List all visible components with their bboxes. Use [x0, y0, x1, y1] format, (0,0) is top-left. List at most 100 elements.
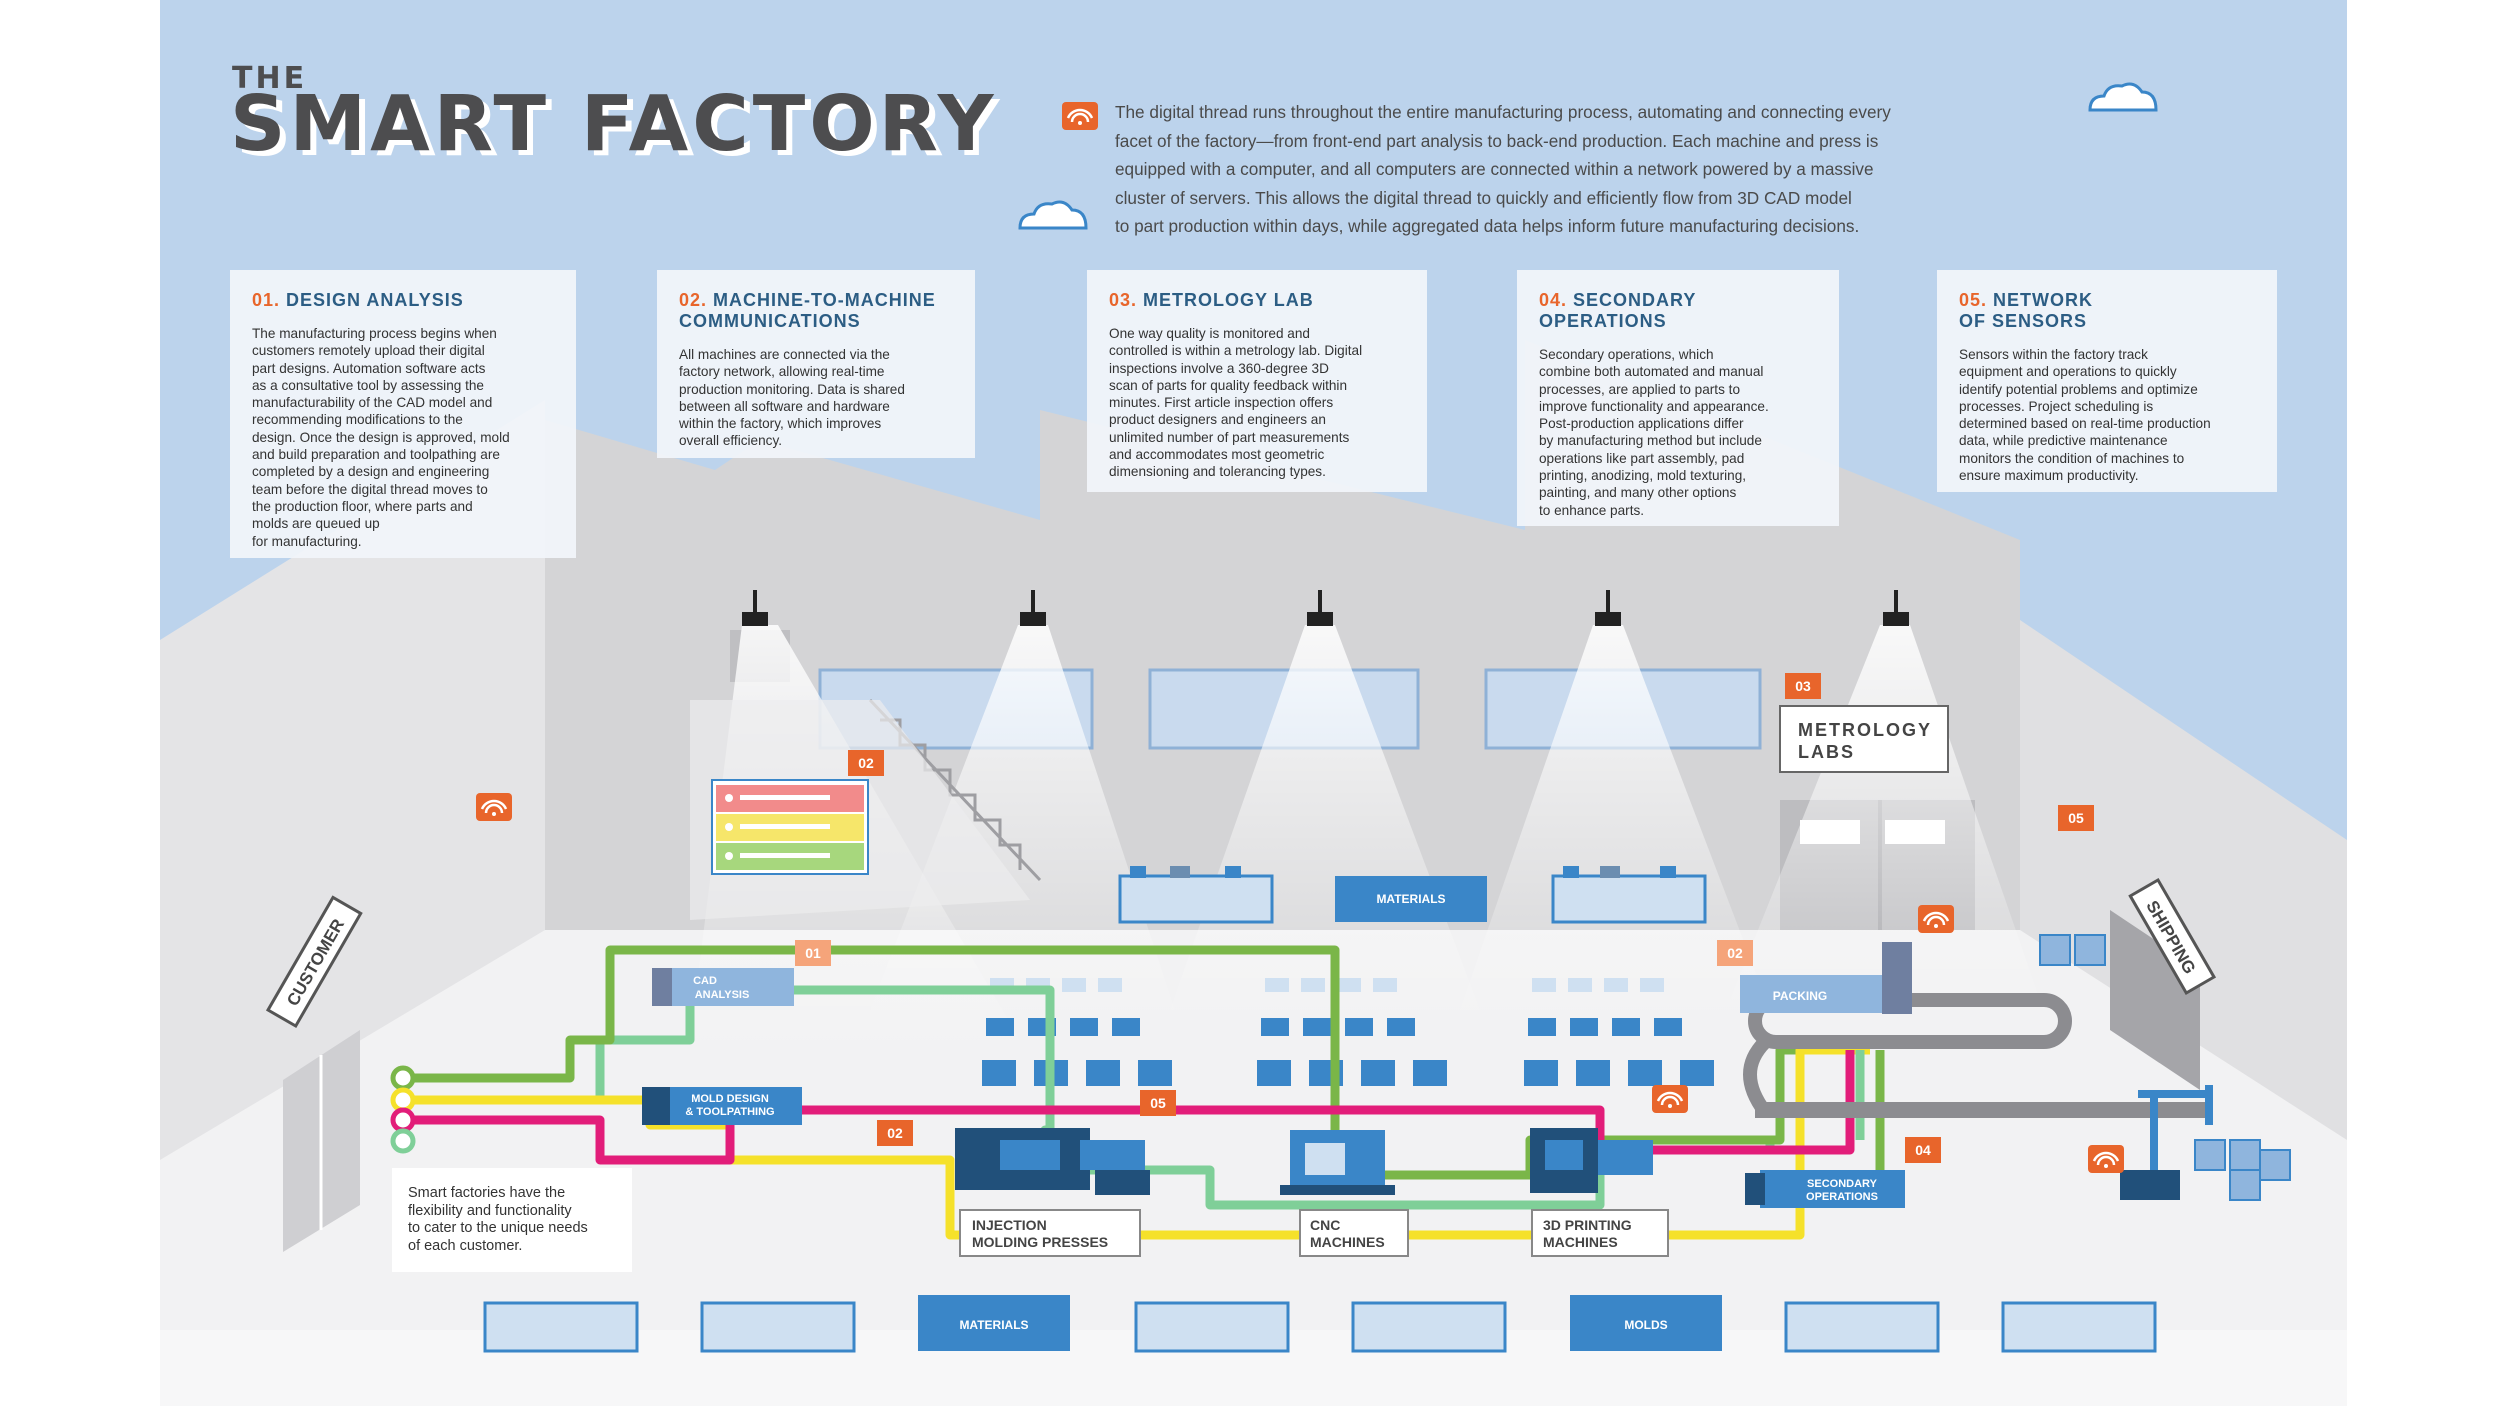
- metrology-labs-sign: METROLOGY LABS: [1779, 705, 1949, 773]
- badge-02-text: 02: [1727, 945, 1743, 961]
- card-number: 03.: [1109, 290, 1138, 310]
- card-title-text: SECONDARY OPERATIONS: [1539, 290, 1697, 331]
- cad-label-1: CAD: [693, 975, 717, 987]
- badge-02-text: 02: [887, 1125, 903, 1141]
- materials-back-label: MATERIALS: [1376, 892, 1445, 906]
- floor-machine-block: [1568, 978, 1592, 992]
- 3d-printing-machine: [1530, 1128, 1653, 1193]
- floor-machine-block: [1680, 1060, 1714, 1086]
- metrology-sign-line2: LABS: [1798, 742, 1855, 762]
- floor-machine-block: [1265, 978, 1289, 992]
- cad-label-2: ANALYSIS: [695, 989, 750, 1001]
- card-title-text: DESIGN ANALYSIS: [286, 290, 464, 310]
- card-number: 05.: [1959, 290, 1988, 310]
- card-title: 02. MACHINE-TO-MACHINE COMMUNICATIONS: [679, 290, 953, 332]
- floor-machine-block: [982, 1060, 1016, 1086]
- badge-02-text: 02: [858, 755, 874, 771]
- floor-machine-block: [1138, 1060, 1172, 1086]
- print-label-2: MACHINES: [1543, 1234, 1618, 1250]
- badge-05-text: 05: [1150, 1095, 1166, 1111]
- metrology-sign-line1: METROLOGY: [1798, 720, 1932, 740]
- card-number: 02.: [679, 290, 708, 310]
- floor-machine-block: [1640, 978, 1664, 992]
- cnc-label-1: CNC: [1310, 1217, 1340, 1233]
- card-number: 01.: [252, 290, 281, 310]
- badge-01: 01: [795, 940, 831, 966]
- injection-molding-press: [955, 1128, 1150, 1195]
- badge-01-text: 01: [805, 945, 821, 961]
- secondary-ops-label-2: OPERATIONS: [1806, 1191, 1878, 1203]
- badge-05: 05: [1140, 1090, 1176, 1116]
- badge-02: 02: [877, 1120, 913, 1146]
- thread-start-nodes: [390, 1065, 416, 1154]
- injection-label-2: MOLDING PRESSES: [972, 1234, 1108, 1250]
- card-design-analysis: 01. DESIGN ANALYSIS The manufacturing pr…: [230, 270, 576, 558]
- floor-machine-block: [1628, 1060, 1662, 1086]
- card-secondary-operations: 04. SECONDARY OPERATIONS Secondary opera…: [1517, 270, 1839, 526]
- page-title: SMART FACTORY: [230, 80, 998, 169]
- card-body: One way quality is monitored and control…: [1109, 326, 1363, 480]
- molds-front-label: MOLDS: [1624, 1318, 1667, 1332]
- card-title-text: MACHINE-TO-MACHINE COMMUNICATIONS: [679, 290, 936, 331]
- secondary-ops-label-1: SECONDARY: [1807, 1178, 1878, 1190]
- floor-machine-block: [1576, 1060, 1610, 1086]
- wifi-sensor-icon: [1918, 905, 1954, 933]
- floor-machine-block: [986, 1018, 1014, 1036]
- cad-analysis-station: CAD ANALYSIS: [652, 968, 794, 1006]
- floor-machine-block: [1413, 1060, 1447, 1086]
- floor-machine-block: [1532, 978, 1556, 992]
- wifi-sensor-icon: [1062, 102, 1098, 130]
- packing-label: PACKING: [1773, 989, 1827, 1003]
- badge-04: 04: [1905, 1137, 1941, 1163]
- card-body: All machines are connected via the facto…: [679, 347, 905, 449]
- 3d-printing-label-box: 3D PRINTING MACHINES: [1531, 1209, 1669, 1257]
- card-title-text: METROLOGY LAB: [1143, 290, 1314, 310]
- floor-machine-block: [1654, 1018, 1682, 1036]
- floor-machine-block: [1303, 1018, 1331, 1036]
- floor-machine-block: [1373, 978, 1397, 992]
- cloud-icon: [1018, 200, 1088, 230]
- back-workbenches: [1118, 866, 1707, 924]
- card-network-sensors: 05. NETWORK OF SENSORS Sensors within th…: [1937, 270, 2277, 492]
- title-large-shadow: SMART FACTORY: [236, 85, 1004, 174]
- production-dashboard-screen: [711, 779, 869, 875]
- packing-station: PACKING: [1740, 942, 1912, 1014]
- cloud-icon: [2088, 82, 2158, 112]
- badge-05: 05: [2058, 805, 2094, 831]
- floor-machine-block: [1361, 1060, 1395, 1086]
- wifi-sensor-icon: [476, 793, 512, 821]
- cnc-machine: [1280, 1130, 1395, 1195]
- floor-machine-block: [1261, 1018, 1289, 1036]
- print-label-1: 3D PRINTING: [1543, 1217, 1632, 1233]
- title-small: THE: [232, 61, 307, 96]
- floor-machine-block: [1062, 978, 1086, 992]
- cnc-label-box: CNC MACHINES: [1299, 1209, 1409, 1257]
- card-body: Sensors within the factory track equipme…: [1959, 347, 2211, 484]
- mold-label-2: & TOOLPATHING: [685, 1106, 774, 1118]
- floor-machine-block: [1387, 1018, 1415, 1036]
- thread-line-magenta: [405, 1105, 1605, 1165]
- floor-machine-block: [1524, 1060, 1558, 1086]
- injection-label-1: INJECTION: [972, 1217, 1047, 1233]
- mold-design-station: MOLD DESIGN & TOOLPATHING: [642, 1087, 802, 1125]
- wifi-sensor-icon: [1652, 1085, 1688, 1113]
- shipping-boxes: [2039, 934, 2291, 1201]
- card-title-text: NETWORK OF SENSORS: [1959, 290, 2094, 331]
- card-metrology-lab: 03. METROLOGY LAB One way quality is mon…: [1087, 270, 1427, 492]
- floor-machine-block: [1301, 978, 1325, 992]
- floor-machine-block: [1112, 1018, 1140, 1036]
- floor-machine-block: [1086, 1060, 1120, 1086]
- floor-machine-block: [1570, 1018, 1598, 1036]
- badge-02: 02: [848, 750, 884, 776]
- badge-04-text: 04: [1915, 1142, 1931, 1158]
- secondary-operations-station: SECONDARY OPERATIONS: [1745, 1170, 1905, 1208]
- cnc-label-2: MACHINES: [1310, 1234, 1385, 1250]
- card-title: 04. SECONDARY OPERATIONS: [1539, 290, 1817, 332]
- floor-machine-block: [1528, 1018, 1556, 1036]
- injection-label-box: INJECTION MOLDING PRESSES: [959, 1209, 1141, 1257]
- floor-machine-block: [1345, 1018, 1373, 1036]
- customer-note: Smart factories have the flexibility and…: [392, 1168, 632, 1272]
- floor-machine-block: [1337, 978, 1361, 992]
- card-machine-communications: 02. MACHINE-TO-MACHINE COMMUNICATIONS Al…: [657, 270, 975, 458]
